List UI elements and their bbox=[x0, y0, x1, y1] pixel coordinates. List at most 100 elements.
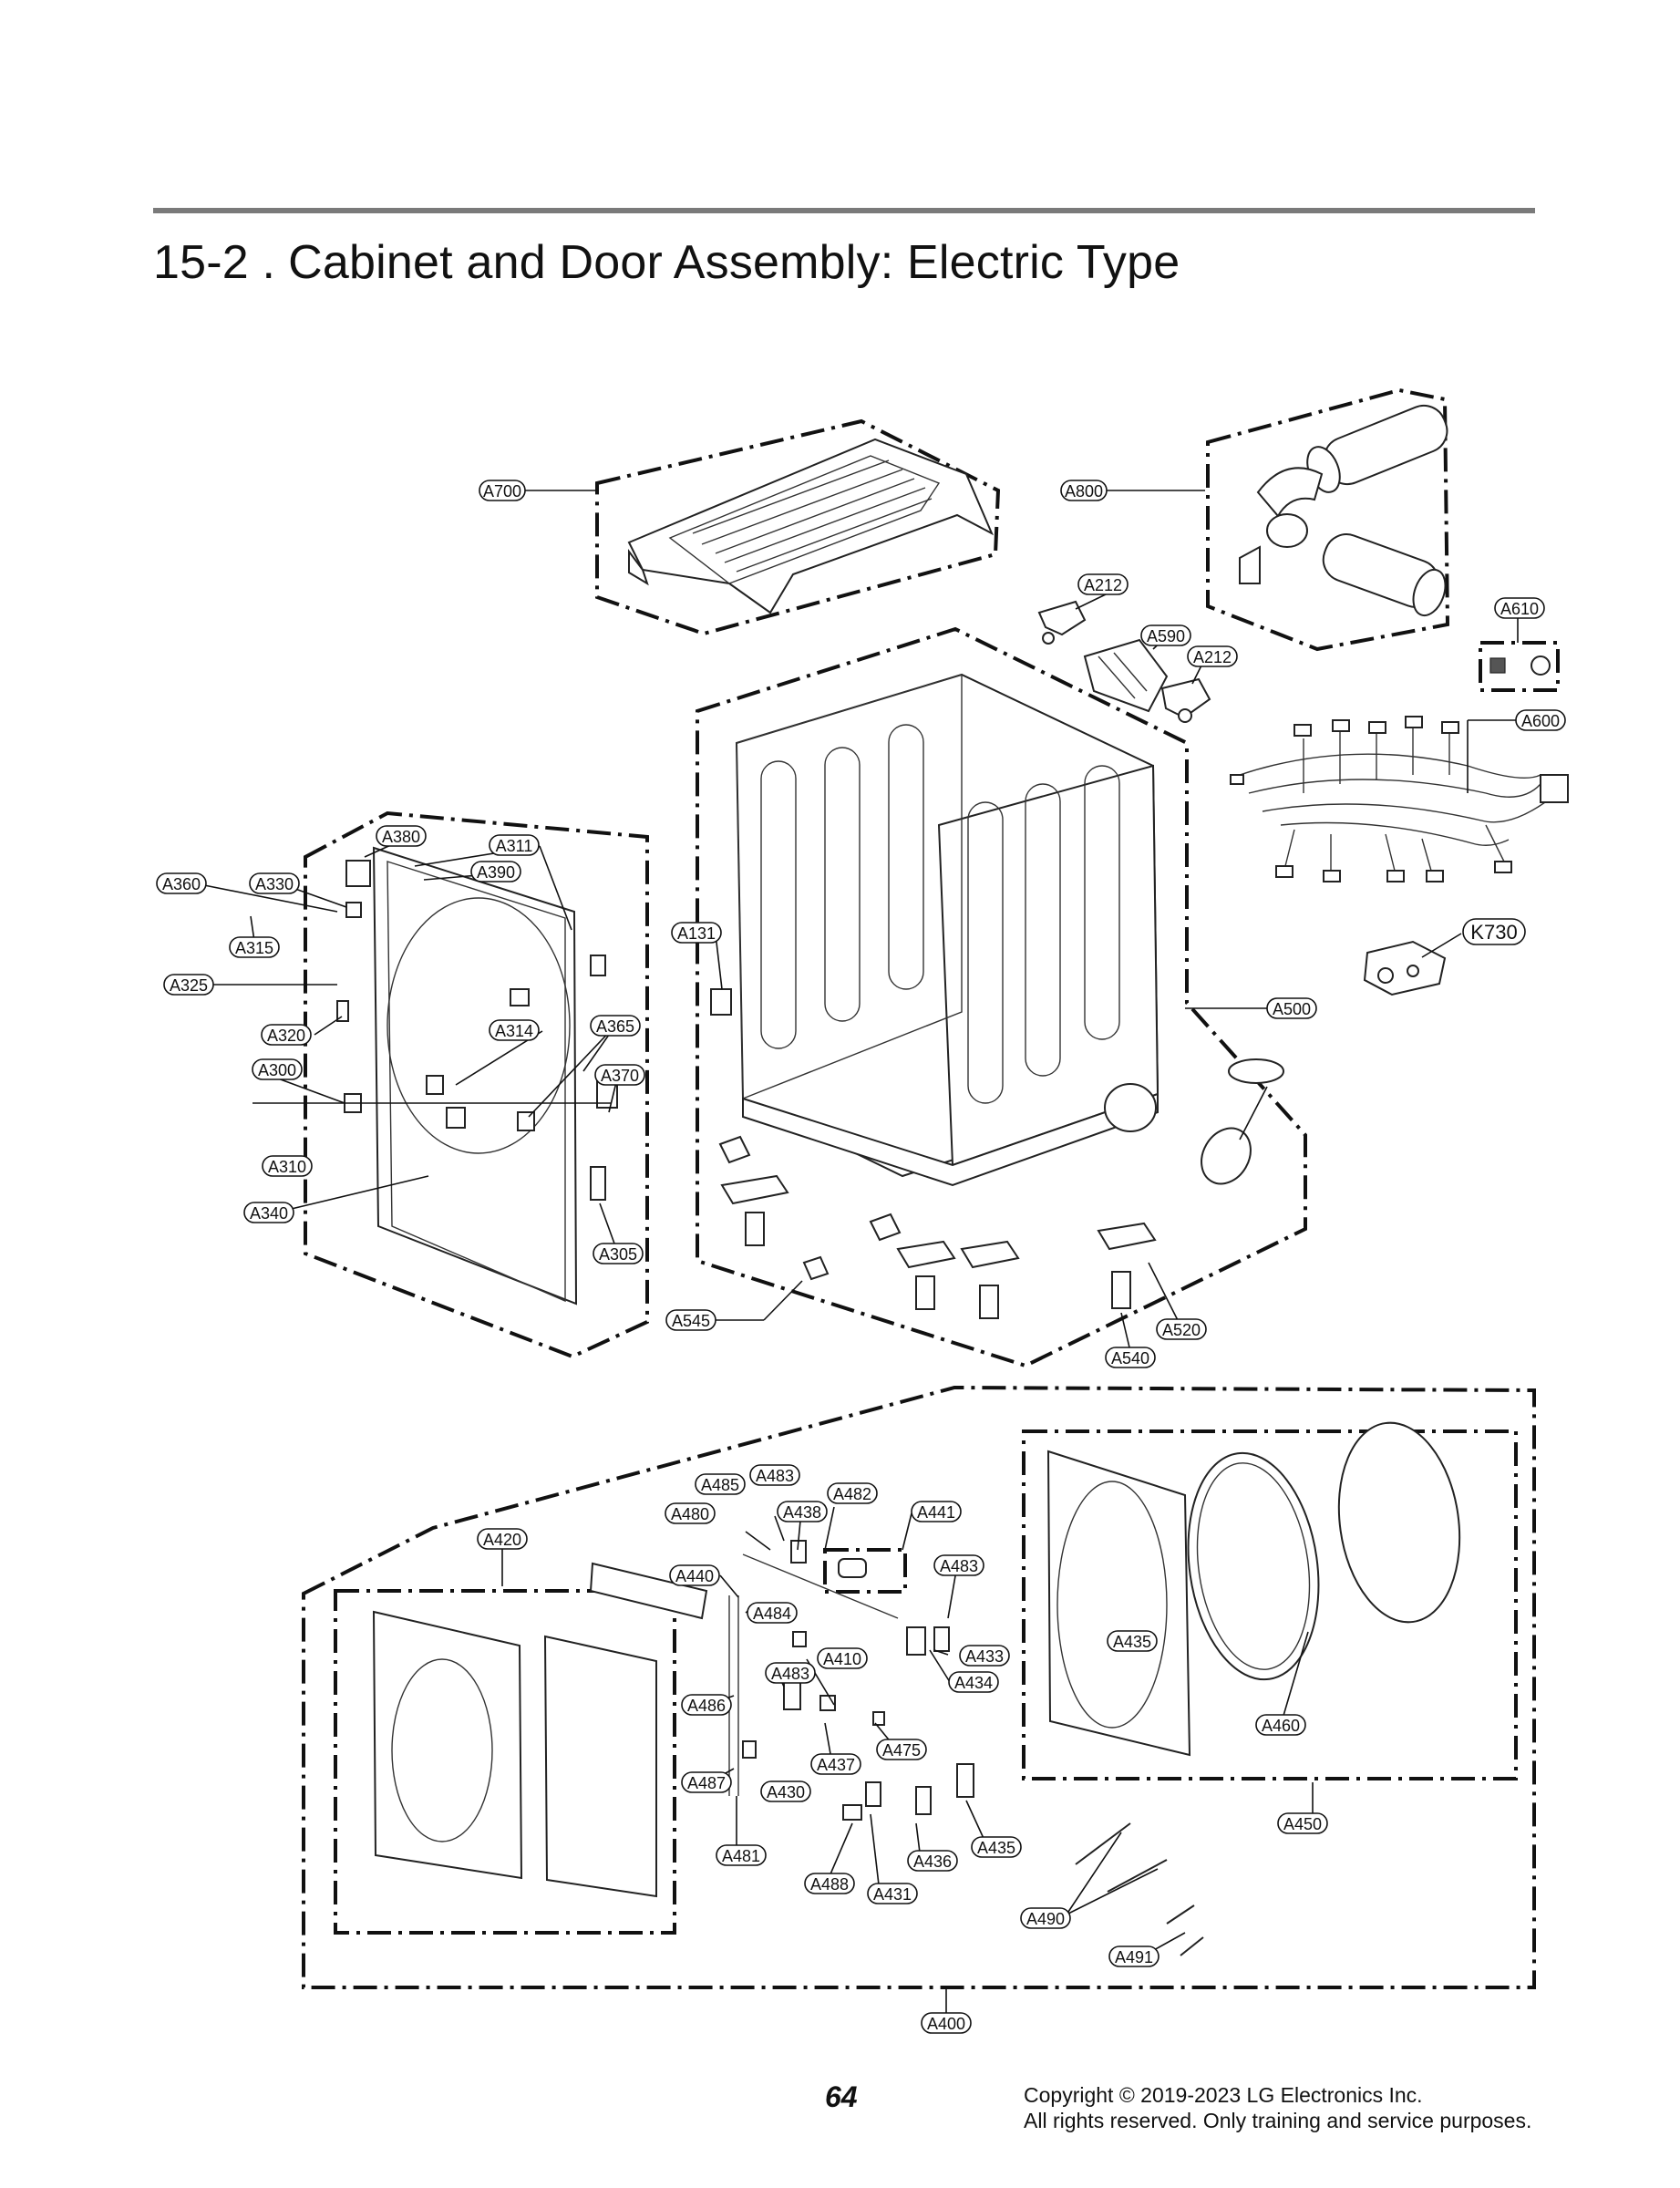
svg-text:A450: A450 bbox=[1283, 1815, 1322, 1833]
svg-text:A434: A434 bbox=[954, 1674, 993, 1692]
page-title: 15-2 .Cabinet and Door Assembly: Electri… bbox=[153, 235, 1180, 290]
callout-a480: A480 bbox=[665, 1502, 716, 1524]
callout-a488: A488 bbox=[804, 1873, 855, 1894]
callout-a484: A484 bbox=[747, 1602, 798, 1624]
svg-text:A482: A482 bbox=[833, 1485, 871, 1503]
svg-text:A305: A305 bbox=[599, 1245, 637, 1264]
callout-a320: A320 bbox=[261, 1024, 312, 1046]
svg-text:A441: A441 bbox=[917, 1503, 955, 1522]
callout-a700: A700 bbox=[479, 480, 526, 501]
svg-text:A390: A390 bbox=[477, 863, 515, 882]
callout-a300: A300 bbox=[252, 1058, 303, 1080]
callout-a610: A610 bbox=[1494, 597, 1545, 619]
section-title: Cabinet and Door Assembly: Electric Type bbox=[288, 236, 1180, 289]
callout-a483-top: A483 bbox=[749, 1464, 800, 1486]
svg-text:A131: A131 bbox=[677, 924, 716, 943]
svg-text:A700: A700 bbox=[483, 482, 521, 501]
callout-a486: A486 bbox=[681, 1694, 732, 1716]
svg-text:A314: A314 bbox=[495, 1022, 533, 1040]
callout-k730: K730 bbox=[1462, 918, 1526, 945]
svg-text:A600: A600 bbox=[1521, 712, 1560, 730]
svg-text:A520: A520 bbox=[1162, 1321, 1201, 1339]
svg-text:A483: A483 bbox=[756, 1467, 794, 1485]
copyright-line-2: All rights reserved. Only training and s… bbox=[1024, 2109, 1532, 2132]
callout-a360: A360 bbox=[156, 872, 207, 894]
svg-text:A340: A340 bbox=[250, 1204, 288, 1223]
callout-a380: A380 bbox=[376, 825, 427, 847]
leader-lines bbox=[199, 490, 1519, 2013]
callout-a487: A487 bbox=[681, 1771, 732, 1793]
wire-harness-drawing bbox=[1230, 716, 1569, 882]
svg-text:A212: A212 bbox=[1084, 576, 1122, 594]
svg-text:A435: A435 bbox=[1113, 1633, 1151, 1651]
svg-text:A320: A320 bbox=[267, 1027, 305, 1045]
callout-a430: A430 bbox=[760, 1780, 811, 1802]
callout-a438: A438 bbox=[777, 1501, 828, 1522]
svg-text:A300: A300 bbox=[258, 1061, 296, 1079]
door-group-border bbox=[302, 1385, 1536, 1989]
svg-text:A315: A315 bbox=[235, 939, 273, 957]
svg-text:A400: A400 bbox=[927, 2015, 965, 2033]
svg-text:A433: A433 bbox=[965, 1647, 1004, 1666]
svg-text:A330: A330 bbox=[255, 875, 294, 893]
front-panel-drawing bbox=[336, 846, 618, 1306]
svg-text:A490: A490 bbox=[1026, 1910, 1065, 1928]
callout-a431: A431 bbox=[867, 1883, 918, 1904]
cabinet-group-border bbox=[696, 626, 1307, 1368]
section-number: 15-2 . bbox=[153, 236, 276, 289]
callout-a420: A420 bbox=[477, 1528, 528, 1550]
callout-a325: A325 bbox=[163, 974, 214, 996]
blank-plug-drawing bbox=[1201, 1058, 1284, 1185]
svg-text:A487: A487 bbox=[687, 1774, 726, 1792]
callout-a483-right: A483 bbox=[933, 1554, 984, 1576]
cabinet-drawing bbox=[710, 673, 1160, 1187]
callout-a315: A315 bbox=[229, 936, 280, 958]
callout-a800: A800 bbox=[1060, 480, 1108, 501]
svg-text:A485: A485 bbox=[701, 1476, 739, 1494]
svg-text:A440: A440 bbox=[675, 1567, 714, 1585]
svg-text:A325: A325 bbox=[170, 976, 208, 995]
door-hardware-drawing bbox=[589, 1540, 974, 1821]
callout-a390: A390 bbox=[470, 861, 521, 882]
callout-a340: A340 bbox=[243, 1202, 294, 1223]
door-front-group-border bbox=[334, 1589, 676, 1935]
svg-text:A491: A491 bbox=[1115, 1948, 1153, 1966]
cabinet-brackets-drawing bbox=[1037, 600, 1551, 723]
svg-text:A310: A310 bbox=[268, 1158, 306, 1176]
callout-a520: A520 bbox=[1156, 1318, 1207, 1340]
svg-text:A610: A610 bbox=[1500, 600, 1539, 618]
svg-text:A488: A488 bbox=[810, 1875, 849, 1894]
callout-a481: A481 bbox=[716, 1844, 767, 1866]
door-front-drawing bbox=[372, 1610, 657, 1898]
callout-a490: A490 bbox=[1020, 1907, 1071, 1929]
callout-a314: A314 bbox=[489, 1019, 540, 1041]
svg-text:A435: A435 bbox=[977, 1839, 1015, 1857]
top-plate-group-border bbox=[595, 418, 1001, 636]
callout-a491: A491 bbox=[1108, 1945, 1160, 1967]
callout-labels: A700 A800 A212 A590 A212 A610 A600 K730 … bbox=[156, 480, 1566, 2034]
callout-a434: A434 bbox=[948, 1671, 999, 1693]
svg-text:A481: A481 bbox=[722, 1847, 760, 1865]
callout-a483-mid: A483 bbox=[765, 1662, 816, 1684]
callout-a435-inner: A435 bbox=[1107, 1630, 1158, 1652]
callout-a305: A305 bbox=[593, 1243, 644, 1264]
callout-a400: A400 bbox=[921, 2012, 972, 2034]
svg-text:A380: A380 bbox=[382, 828, 420, 846]
svg-text:A460: A460 bbox=[1262, 1717, 1300, 1735]
front-panel-group-border bbox=[304, 810, 649, 1359]
svg-text:A483: A483 bbox=[940, 1557, 978, 1575]
callout-a435-lower: A435 bbox=[971, 1836, 1022, 1858]
callout-a330: A330 bbox=[249, 872, 300, 894]
svg-text:A436: A436 bbox=[913, 1853, 952, 1871]
cabinet-feet-drawing bbox=[718, 1135, 1157, 1319]
svg-text:A437: A437 bbox=[817, 1756, 855, 1774]
svg-text:A484: A484 bbox=[753, 1605, 791, 1623]
connector-group-border bbox=[1479, 641, 1560, 692]
svg-text:A212: A212 bbox=[1193, 648, 1232, 666]
svg-text:A545: A545 bbox=[672, 1312, 710, 1330]
callout-a433: A433 bbox=[959, 1645, 1010, 1667]
callout-a370: A370 bbox=[594, 1064, 645, 1086]
svg-text:A311: A311 bbox=[496, 837, 533, 855]
callout-a311: A311 bbox=[489, 834, 540, 856]
svg-text:A486: A486 bbox=[687, 1697, 726, 1715]
